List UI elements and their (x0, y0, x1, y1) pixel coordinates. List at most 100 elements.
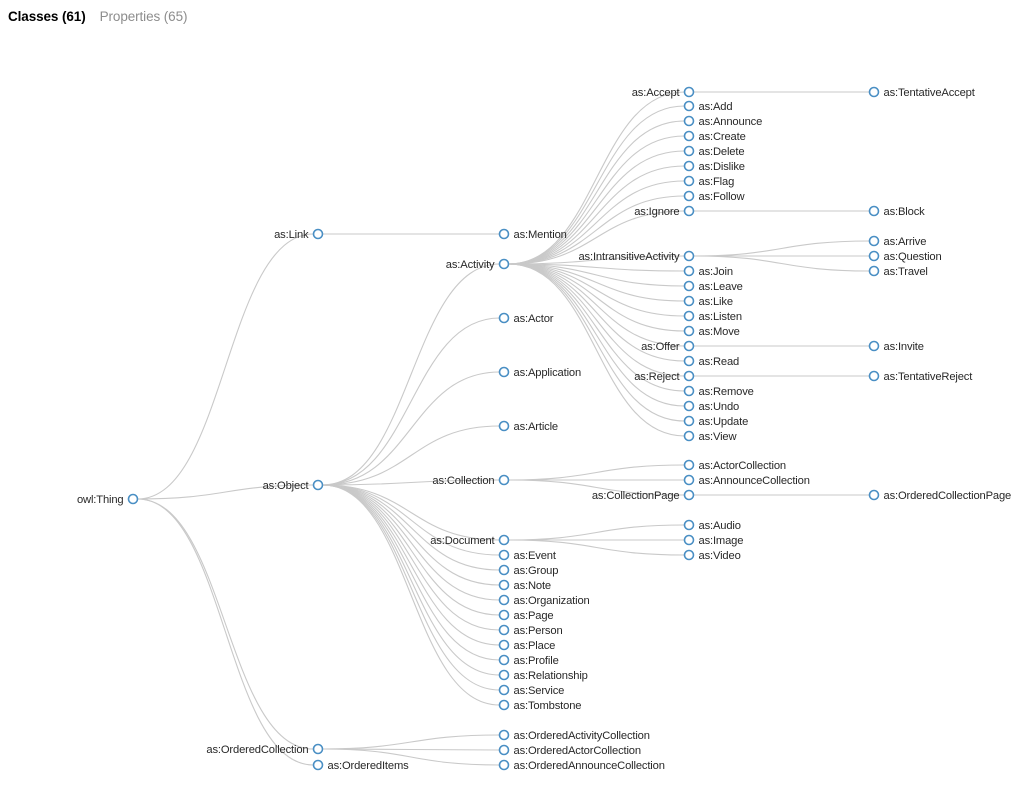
tree-node-label[interactable]: as:Follow (699, 191, 746, 203)
tree-node[interactable]: as:Mention (498, 228, 567, 241)
tree-node-label[interactable]: as:OrderedCollection (206, 744, 308, 756)
tree-node-label[interactable]: as:Invite (884, 341, 924, 353)
tree-node[interactable]: as:View (683, 430, 738, 443)
tree-node-circle[interactable] (683, 549, 695, 561)
tab-classes[interactable]: Classes (61) (8, 9, 86, 24)
tree-node-label[interactable]: as:TentativeReject (884, 371, 974, 383)
tree-node-label[interactable]: as:Announce (699, 116, 763, 128)
tree-node-circle[interactable] (498, 729, 510, 741)
tree-node-circle[interactable] (683, 190, 695, 202)
tree-node[interactable]: as:Tombstone (498, 699, 582, 712)
tree-node-circle[interactable] (498, 549, 510, 561)
tree-node[interactable]: as:Reject (634, 370, 695, 383)
tree-node-label[interactable]: as:TentativeAccept (884, 87, 976, 99)
tree-node-circle[interactable] (683, 519, 695, 531)
tree-node-circle[interactable] (868, 250, 880, 262)
tree-node-circle[interactable] (683, 160, 695, 172)
tree-node-label[interactable]: as:Service (514, 685, 565, 697)
tree-node-label[interactable]: as:Ignore (634, 206, 679, 218)
tree-node-circle[interactable] (868, 86, 880, 98)
tree-node-label[interactable]: as:View (699, 431, 738, 443)
tree-node-circle[interactable] (683, 534, 695, 546)
tree-node-label[interactable]: as:OrderedActorCollection (514, 745, 642, 757)
tree-node[interactable]: as:Listen (683, 310, 742, 323)
tree-node-label[interactable]: as:Audio (699, 520, 741, 532)
tree-node[interactable]: as:Flag (683, 175, 735, 188)
tree-node[interactable]: as:Link (274, 228, 324, 241)
tree-node-label[interactable]: as:Flag (699, 176, 735, 188)
tree-node-circle[interactable] (868, 489, 880, 501)
tree-node-circle[interactable] (683, 295, 695, 307)
tree-node-circle[interactable] (683, 145, 695, 157)
tree-node-label[interactable]: as:Event (514, 550, 558, 562)
tree-node-circle[interactable] (498, 594, 510, 606)
tree-node-label[interactable]: as:Place (514, 640, 556, 652)
tree-node[interactable]: as:Object (263, 479, 324, 492)
tree-node-label[interactable]: owl:Thing (77, 494, 124, 506)
tree-node-label[interactable]: as:Organization (514, 595, 590, 607)
tree-node-circle[interactable] (683, 415, 695, 427)
tree-node-circle[interactable] (683, 474, 695, 486)
tree-node[interactable]: as:Profile (498, 654, 559, 667)
tree-node-label[interactable]: as:Update (699, 416, 749, 428)
tree-node-circle[interactable] (868, 235, 880, 247)
tree-node-label[interactable]: as:Offer (641, 341, 680, 353)
tree-node[interactable]: as:OrderedCollectionPage (868, 489, 1012, 502)
tree-node[interactable]: as:Person (498, 624, 563, 637)
tree-node-circle[interactable] (312, 759, 324, 771)
tree-node-label[interactable]: as:Join (699, 266, 734, 278)
tree-node-circle[interactable] (683, 459, 695, 471)
tree-node-circle[interactable] (498, 684, 510, 696)
tree-node-label[interactable]: as:Remove (699, 386, 754, 398)
tree-node[interactable]: as:Group (498, 564, 559, 577)
tree-node-label[interactable]: as:Reject (634, 371, 680, 383)
tree-node[interactable]: as:Document (430, 534, 510, 547)
tree-node[interactable]: as:Delete (683, 145, 745, 158)
class-hierarchy-tree[interactable]: owl:Thing as:Link as:Object as:OrderedColle… (0, 34, 1024, 791)
tree-node-circle[interactable] (868, 205, 880, 217)
tree-node-circle[interactable] (498, 744, 510, 756)
tree-node[interactable]: as:OrderedActivityCollection (498, 729, 650, 742)
tree-node[interactable]: as:Update (683, 415, 749, 428)
tree-node[interactable]: as:TentativeReject (868, 370, 974, 383)
tree-node[interactable]: as:Travel (868, 265, 928, 278)
tree-node-label[interactable]: as:Delete (699, 146, 745, 158)
tree-node-circle[interactable] (498, 420, 510, 432)
tree-node[interactable]: as:Organization (498, 594, 590, 607)
tree-node-label[interactable]: as:Question (884, 251, 942, 263)
tree-node-label[interactable]: as:Add (699, 101, 733, 113)
tree-node-label[interactable]: as:Person (514, 625, 563, 637)
tree-node-circle[interactable] (683, 310, 695, 322)
tab-properties[interactable]: Properties (65) (99, 9, 188, 24)
tree-node-label[interactable]: as:Image (699, 535, 744, 547)
tree-node-label[interactable]: as:Object (263, 480, 310, 492)
tree-node-circle[interactable] (868, 265, 880, 277)
tree-node-circle[interactable] (498, 579, 510, 591)
tree-node-circle[interactable] (868, 340, 880, 352)
tree-node[interactable]: as:Offer (641, 340, 695, 353)
tree-node-label[interactable]: as:Article (514, 421, 559, 433)
tree-node[interactable]: as:Ignore (634, 205, 695, 218)
tree-node-label[interactable]: as:OrderedAnnounceCollection (514, 760, 665, 772)
tree-node[interactable]: as:Move (683, 325, 740, 338)
tree-node-label[interactable]: as:Page (514, 610, 554, 622)
tree-node-label[interactable]: as:Video (699, 550, 741, 562)
tree-node-circle[interactable] (683, 265, 695, 277)
tree-node[interactable]: as:ActorCollection (683, 459, 786, 472)
tree-node[interactable]: as:CollectionPage (592, 489, 695, 502)
tree-node-circle[interactable] (683, 430, 695, 442)
tree-node-label[interactable]: as:OrderedItems (328, 760, 410, 772)
tree-node-circle[interactable] (498, 759, 510, 771)
tree-node-label[interactable]: as:Arrive (884, 236, 927, 248)
tree-node[interactable]: as:Article (498, 420, 559, 433)
tree-node[interactable]: as:Page (498, 609, 554, 622)
tree-node-circle[interactable] (498, 639, 510, 651)
tree-node[interactable]: as:Service (498, 684, 565, 697)
tree-node[interactable]: as:Invite (868, 340, 924, 353)
tree-node-circle[interactable] (498, 564, 510, 576)
tree-node-label[interactable]: as:Travel (884, 266, 928, 278)
tree-node[interactable]: as:Leave (683, 280, 743, 293)
tree-node-label[interactable]: as:Like (699, 296, 734, 308)
tree-node-circle[interactable] (498, 534, 510, 546)
tree-node[interactable]: owl:Thing (77, 493, 139, 506)
